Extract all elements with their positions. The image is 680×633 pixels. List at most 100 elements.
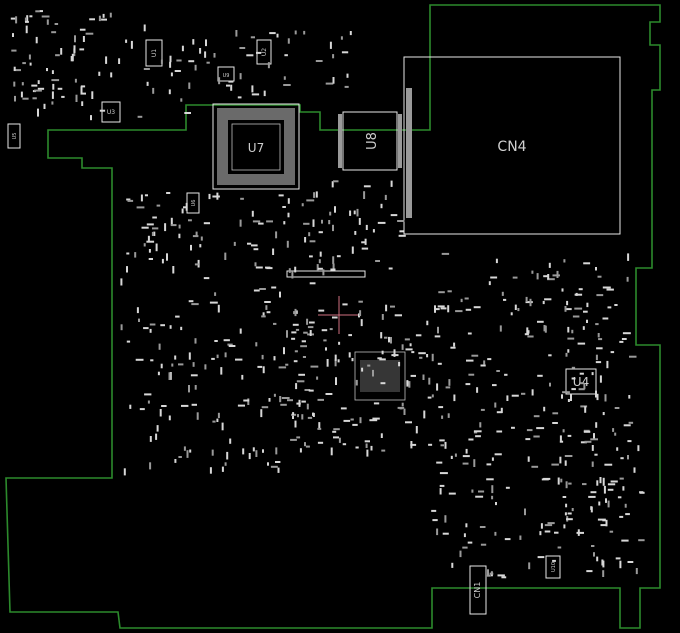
- passive-pad: [580, 405, 588, 408]
- passive-pad: [321, 219, 323, 224]
- passive-pad: [266, 311, 271, 314]
- passive-pad: [605, 519, 608, 527]
- passive-pad: [284, 54, 288, 57]
- passive-pad: [494, 531, 497, 536]
- passive-pad: [526, 327, 529, 334]
- passive-pad: [255, 266, 263, 269]
- passive-pad: [567, 399, 570, 402]
- passive-pad: [584, 440, 592, 443]
- passive-pad: [275, 461, 281, 463]
- passive-pad: [288, 268, 291, 273]
- passive-pad: [270, 465, 278, 468]
- passive-pad: [291, 331, 297, 334]
- passive-pad: [28, 54, 31, 60]
- passive-pad: [251, 85, 254, 93]
- passive-pad: [150, 359, 154, 362]
- passive-pad: [29, 15, 33, 18]
- passive-pad: [584, 406, 587, 413]
- passive-pad: [152, 216, 157, 219]
- passive-pad: [512, 276, 518, 279]
- passive-pad: [467, 332, 472, 335]
- passive-pad: [533, 435, 540, 438]
- passive-pad: [468, 373, 475, 376]
- passive-pad: [596, 480, 599, 486]
- passive-pad: [190, 244, 192, 251]
- passive-pad: [317, 441, 324, 444]
- passive-pad: [552, 422, 558, 424]
- passive-pad: [333, 180, 339, 183]
- passive-pad: [479, 422, 482, 428]
- passive-pad: [60, 48, 63, 55]
- passive-pad: [627, 253, 630, 261]
- passive-pad: [172, 266, 175, 274]
- passive-pad: [390, 305, 395, 308]
- passive-pad: [591, 545, 595, 547]
- passive-pad: [492, 384, 497, 387]
- passive-pad: [261, 315, 266, 318]
- passive-pad: [547, 274, 550, 280]
- passive-pad: [637, 445, 640, 452]
- passive-pad: [22, 97, 29, 100]
- passive-pad: [315, 191, 318, 198]
- passive-pad: [358, 218, 361, 225]
- passive-pad: [171, 363, 174, 367]
- passive-pad: [556, 270, 559, 278]
- passive-pad: [562, 496, 567, 498]
- passive-pad: [571, 508, 574, 512]
- passive-pad: [224, 462, 227, 466]
- passive-pad: [444, 515, 447, 523]
- passive-pad: [436, 528, 439, 536]
- passive-pad: [596, 556, 599, 562]
- passive-pad: [31, 84, 38, 87]
- passive-pad: [52, 83, 55, 90]
- passive-pad: [544, 530, 551, 533]
- passive-pad: [99, 109, 106, 112]
- passive-pad: [596, 294, 604, 297]
- passive-pad: [255, 342, 258, 347]
- passive-pad: [614, 432, 617, 436]
- passive-pad: [526, 429, 533, 432]
- passive-pad: [308, 389, 314, 392]
- passive-pad: [559, 435, 562, 441]
- passive-pad: [432, 519, 438, 522]
- passive-pad: [431, 394, 434, 398]
- passive-pad: [390, 214, 398, 217]
- passive-pad: [214, 340, 218, 342]
- passive-pad: [283, 76, 286, 80]
- passive-pad: [564, 306, 567, 312]
- passive-pad: [264, 301, 271, 303]
- passive-pad: [281, 397, 290, 399]
- passive-pad: [465, 523, 468, 528]
- passive-pad: [181, 208, 184, 214]
- passive-pad: [388, 336, 390, 343]
- passive-pad: [451, 562, 454, 568]
- passive-pad: [521, 392, 526, 395]
- u10-outline: [545, 555, 561, 579]
- passive-pad: [147, 235, 150, 241]
- passive-pad: [73, 45, 76, 53]
- passive-pad: [531, 465, 539, 468]
- passive-pad: [529, 298, 532, 307]
- passive-pad: [98, 15, 101, 22]
- passive-pad: [616, 447, 619, 451]
- passive-pad: [252, 220, 261, 223]
- passive-pad: [110, 72, 113, 78]
- passive-pad: [602, 519, 606, 522]
- passive-pad: [619, 515, 624, 518]
- passive-pad: [344, 85, 349, 88]
- passive-pad: [258, 222, 264, 225]
- passive-pad: [454, 453, 457, 457]
- passive-pad: [216, 192, 219, 200]
- passive-pad: [329, 41, 332, 49]
- passive-pad: [494, 402, 497, 408]
- passive-pad: [390, 337, 392, 344]
- passive-pad: [577, 342, 586, 345]
- passive-pad: [143, 68, 150, 70]
- passive-pad: [381, 314, 384, 320]
- passive-pad: [445, 386, 451, 389]
- passive-pad: [401, 344, 404, 350]
- passive-pad: [295, 310, 298, 314]
- u8-outline: [342, 111, 398, 171]
- passive-pad: [459, 550, 462, 558]
- passive-pad: [548, 262, 551, 268]
